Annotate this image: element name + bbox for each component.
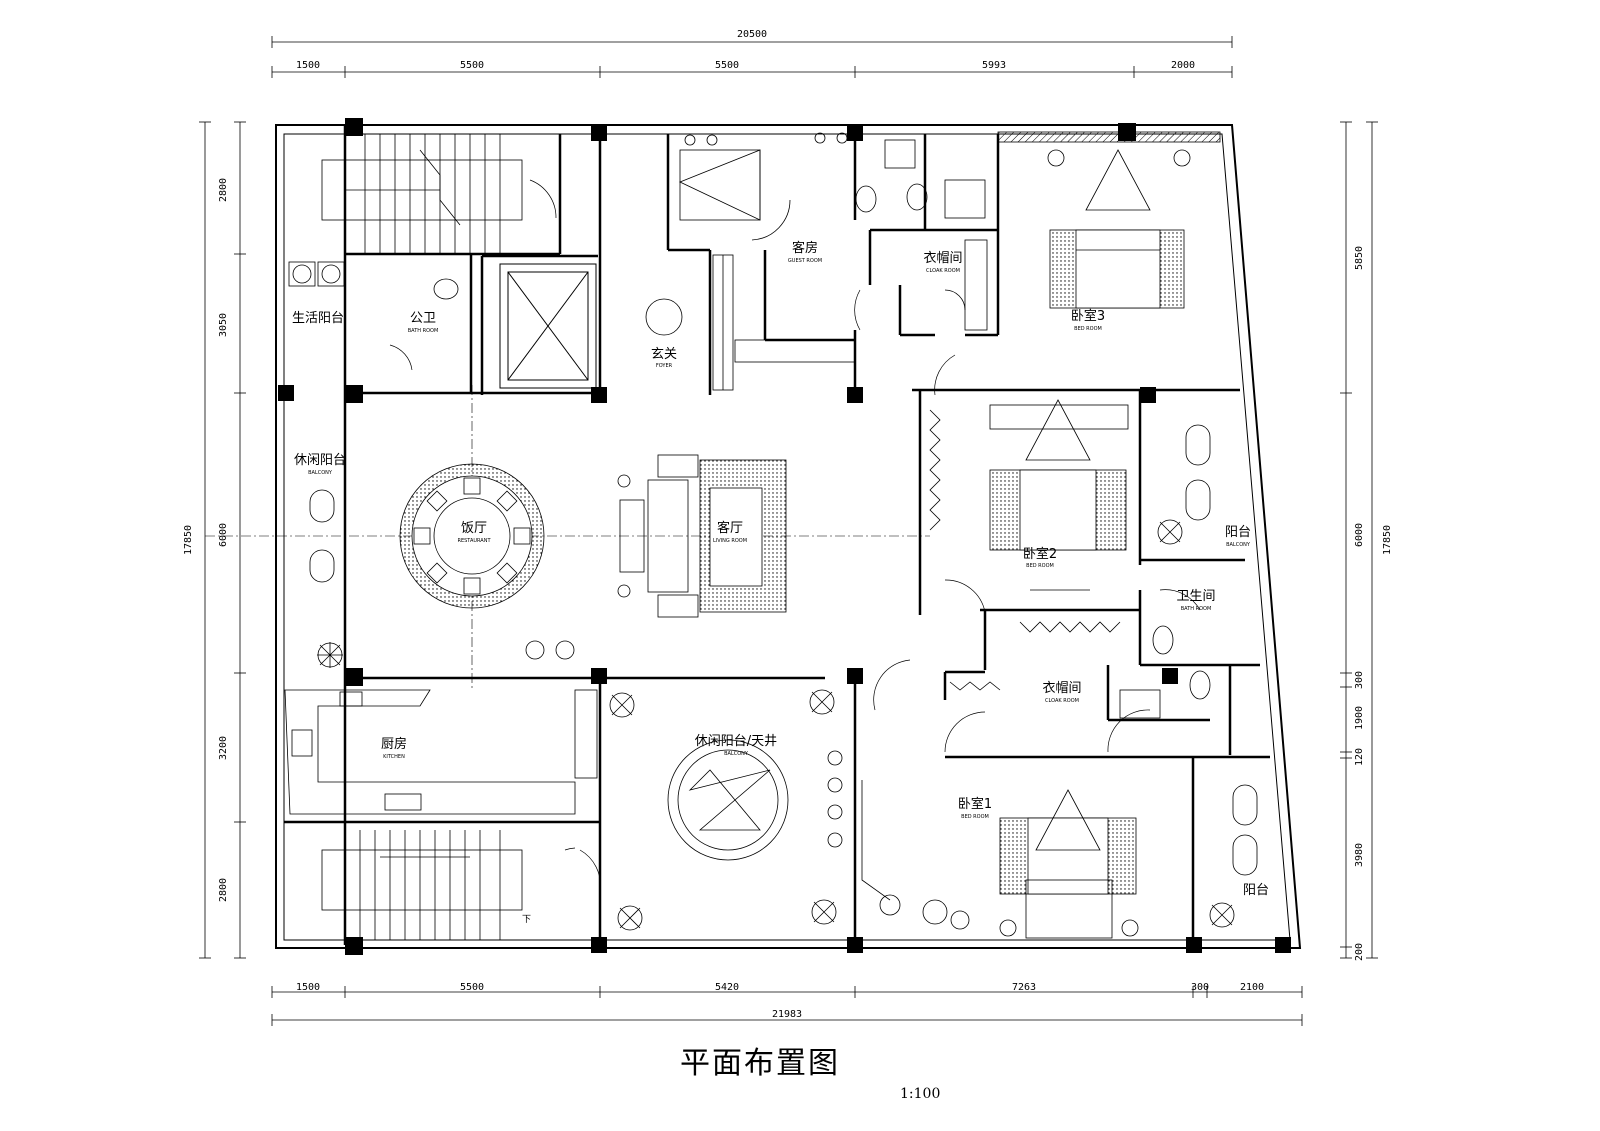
bedroom3-bed (1047, 149, 1191, 309)
dim-right-7: 200 (1354, 943, 1365, 961)
bedroom2-bed (989, 399, 1129, 591)
dim-bottom-1: 1500 (296, 982, 320, 993)
sub-cloakroom-mid: CLOAK ROOM (1045, 698, 1079, 704)
label-bedroom2: 卧室2 (1023, 546, 1057, 562)
balcony-right-chairs (1185, 424, 1258, 876)
sub-bedroom1: BED ROOM (961, 814, 989, 820)
dim-left-2: 3050 (218, 313, 229, 337)
plant-icons (317, 519, 1235, 931)
guest-room-bed (679, 132, 848, 241)
sub-living-room: LIVING ROOM (713, 538, 747, 544)
label-living-room: 客厅 (717, 520, 743, 536)
dim-bottom-5: 300 (1191, 982, 1209, 993)
label-courtyard: 休闲阳台/天井 (695, 734, 777, 749)
axis-lines (205, 385, 930, 690)
kitchen-counter (284, 689, 598, 815)
foyer-cabinets (712, 254, 856, 391)
dim-left-4: 3200 (218, 736, 229, 760)
dim-bottom-6: 2100 (1240, 982, 1264, 993)
label-cloakroom-top: 衣帽间 (923, 250, 962, 266)
drawing-scale: 1:100 (900, 1086, 941, 1102)
label-cloakroom-mid: 衣帽间 (1042, 680, 1081, 696)
dim-bottom-2: 5500 (460, 982, 484, 993)
dim-right-5: 120 (1354, 748, 1365, 766)
wardrobe-hangers (929, 409, 1121, 691)
label-bedroom1: 卧室1 (958, 796, 992, 812)
sub-public-bath: BATH ROOM (408, 328, 439, 334)
dim-right-total: 17850 (1382, 525, 1393, 555)
dim-right-4: 1900 (1354, 706, 1365, 730)
door-swings (389, 179, 1201, 891)
sub-cloakroom-top: CLOAK ROOM (926, 268, 960, 274)
sub-bedroom2: BED ROOM (1026, 563, 1054, 569)
sub-leisure-balcony: BALCONY (308, 470, 333, 476)
label-bedroom3: 卧室3 (1071, 308, 1105, 324)
dimension-lines (199, 36, 1378, 1026)
sub-balcony-right: BALCONY (1226, 542, 1251, 548)
dim-top-total: 20500 (737, 29, 767, 40)
room-labels: 客房 GUEST ROOM 衣帽间 CLOAK ROOM 卧室3 BED ROO… (292, 240, 1269, 898)
label-bath-right: 卫生间 (1176, 589, 1215, 604)
dim-top-5: 2000 (1171, 60, 1195, 71)
sub-foyer: FOYER (656, 363, 673, 369)
label-balcony-right: 阳台 (1225, 525, 1251, 540)
label-restaurant: 饭厅 (461, 521, 487, 536)
bath-right-fixtures (433, 278, 1211, 719)
dim-left-3: 6000 (218, 523, 229, 547)
label-public-bath: 公卫 (410, 311, 436, 326)
dim-left-total: 17850 (183, 525, 194, 555)
dining-table (399, 463, 545, 609)
sub-restaurant: RESTAURANT (457, 538, 491, 544)
dim-right-3: 300 (1354, 671, 1365, 689)
drawing-title: 平面布置图 (680, 1046, 840, 1081)
sub-guest-room: GUEST ROOM (788, 258, 822, 264)
dim-top-4: 5993 (982, 60, 1006, 71)
dimension-labels: 20500 1500 5500 5500 5993 2000 1500 5500… (183, 29, 1393, 1020)
dim-right-6: 3980 (1354, 843, 1365, 867)
sub-kitchen: KITCHEN (383, 754, 405, 760)
hatched-wall (997, 131, 1221, 143)
label-balcony-bottom: 阳台 (1243, 883, 1269, 898)
label-foyer: 玄关 (651, 347, 677, 362)
dim-top-2: 5500 (460, 60, 484, 71)
label-leisure-balcony: 休闲阳台 (294, 453, 346, 468)
elevator (499, 263, 597, 389)
structural-columns (278, 118, 1291, 955)
washing-machines (288, 261, 345, 287)
leisure-balcony-chairs (309, 489, 575, 660)
foyer-round-table (645, 298, 683, 336)
dim-left-5: 2800 (218, 878, 229, 902)
dim-top-3: 5500 (715, 60, 739, 71)
courtyard-rug (667, 739, 843, 861)
dim-right-2: 6000 (1354, 523, 1365, 547)
label-kitchen: 厨房 (381, 736, 407, 752)
sub-courtyard: BALCONY (724, 751, 749, 757)
dim-top-1: 1500 (296, 60, 320, 71)
top-bath-fixtures (855, 139, 988, 331)
dim-bottom-total: 21983 (772, 1009, 802, 1020)
sub-bedroom3: BED ROOM (1074, 326, 1102, 332)
label-guest-room: 客房 (792, 240, 818, 256)
living-room-sofa (617, 454, 787, 618)
dim-left-1: 2800 (218, 178, 229, 202)
label-utility-balcony: 生活阳台 (292, 311, 344, 326)
stair-down-mark: 下 (522, 915, 531, 925)
stair-top (321, 134, 523, 254)
bedroom1-bed (861, 780, 1139, 939)
dim-bottom-3: 5420 (715, 982, 739, 993)
sub-bath-right: BATH ROOM (1181, 606, 1212, 612)
dim-bottom-4: 7263 (1012, 982, 1036, 993)
dim-right-1: 5850 (1354, 246, 1365, 270)
stair-bottom (321, 830, 523, 940)
